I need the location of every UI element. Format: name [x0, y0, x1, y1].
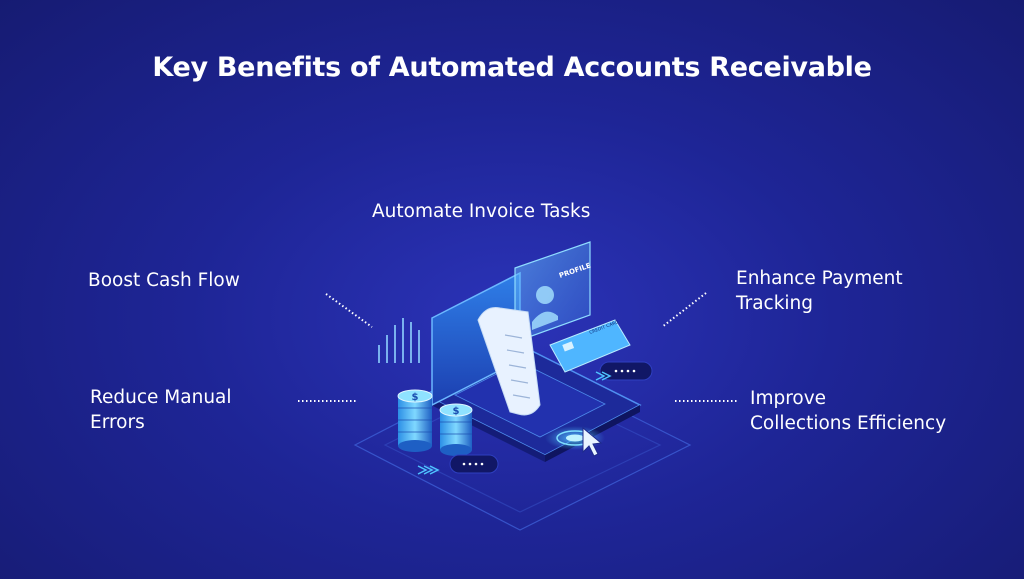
benefit-automate-invoice: Automate Invoice Tasks	[372, 199, 590, 224]
connector-cash	[325, 293, 373, 328]
dollar-icon: $	[412, 392, 419, 403]
profile-avatar-icon	[536, 286, 554, 304]
connector-tracking	[661, 292, 707, 328]
benefit-payment-tracking: Enhance Payment Tracking	[736, 266, 903, 316]
benefit-reduce-errors: Reduce Manual Errors	[90, 385, 232, 435]
benefit-payment-tracking-line1: Enhance Payment	[736, 268, 903, 289]
chevron-arrows	[417, 371, 612, 475]
data-bars	[378, 318, 420, 363]
cursor-icon	[582, 426, 603, 457]
benefit-boost-cash-flow: Boost Cash Flow	[88, 268, 240, 293]
coin-stack-small: $	[439, 403, 473, 456]
receipt-icon	[477, 307, 541, 416]
benefit-payment-tracking-line2: Tracking	[736, 293, 814, 314]
benefit-collections-line1: Improve	[750, 388, 827, 409]
click-target	[545, 426, 605, 457]
coin-stack-large: $	[397, 389, 433, 452]
benefit-boost-cash-flow-text: Boost Cash Flow	[88, 270, 240, 291]
dollar-icon-small: $	[453, 406, 460, 417]
benefit-automate-invoice-text: Automate Invoice Tasks	[372, 201, 591, 222]
benefit-collections-line2: Collections Efficiency	[750, 413, 947, 434]
benefit-reduce-errors-line2: Errors	[90, 412, 145, 433]
benefit-reduce-errors-line1: Reduce Manual	[90, 387, 232, 408]
connector-lines	[298, 292, 738, 402]
indicator-pills	[449, 361, 653, 474]
page-title: Key Benefits of Automated Accounts Recei…	[152, 52, 872, 83]
benefit-collections: Improve Collections Efficiency	[750, 386, 946, 436]
